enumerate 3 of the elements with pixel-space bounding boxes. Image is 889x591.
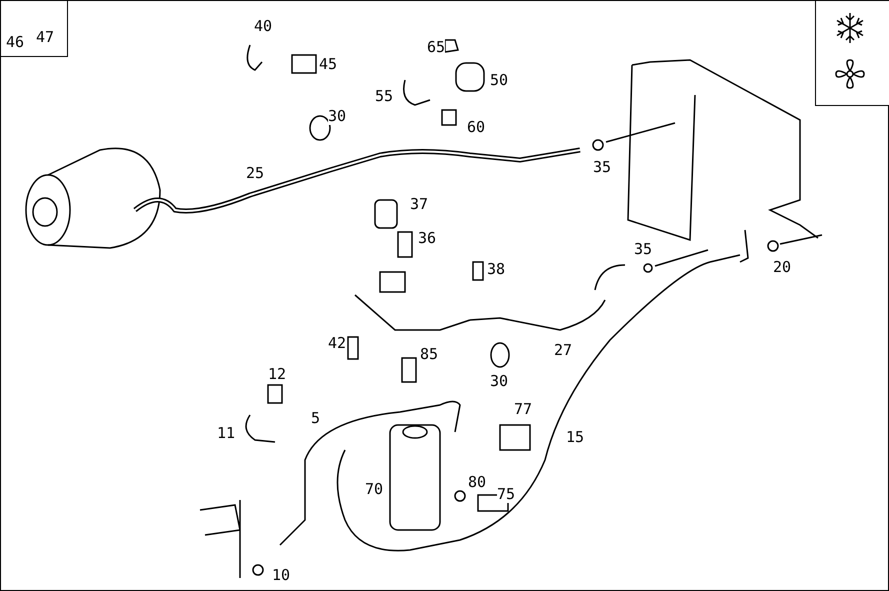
callout-number: 65 — [427, 38, 446, 56]
callout-number: 75 — [497, 485, 516, 503]
callout-number: 30 — [328, 107, 346, 125]
